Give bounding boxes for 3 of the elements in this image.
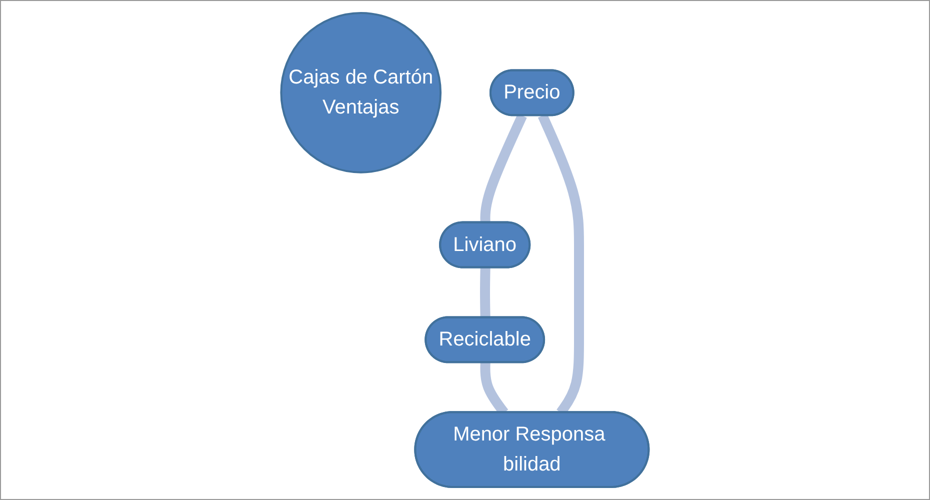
node-circle: Cajas de Cartón Ventajas xyxy=(280,12,442,174)
connector xyxy=(480,266,490,318)
connector xyxy=(480,114,527,224)
